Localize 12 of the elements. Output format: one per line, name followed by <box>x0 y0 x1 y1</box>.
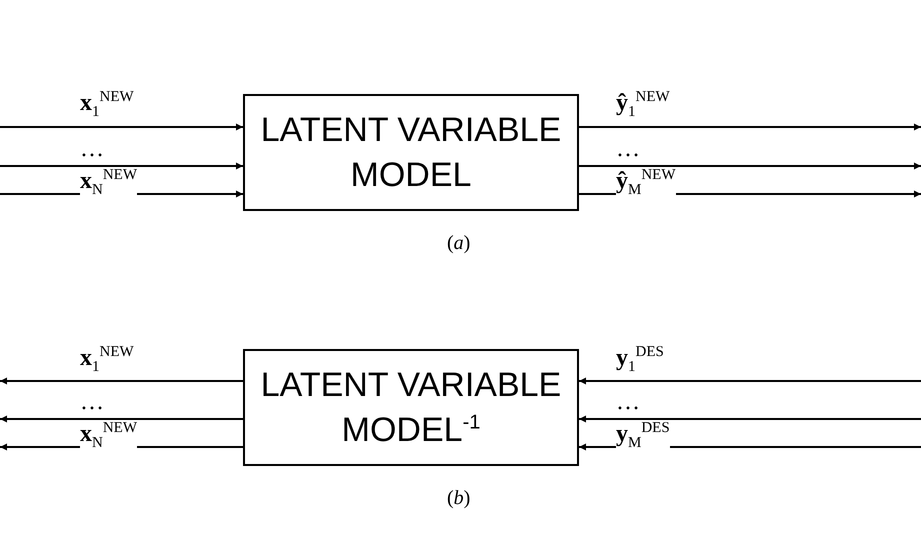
arrow <box>579 378 921 384</box>
panel-caption: (a) <box>447 232 470 255</box>
arrow <box>579 124 921 130</box>
arrow <box>579 416 921 422</box>
panel-caption: (b) <box>447 487 470 510</box>
arrow <box>0 124 243 130</box>
process-box: LATENT VARIABLE MODEL <box>243 94 579 211</box>
arrow <box>579 162 921 170</box>
arrow <box>0 416 243 422</box>
arrow <box>0 162 243 170</box>
process-box: LATENT VARIABLE MODEL$^{-1}$ <box>243 349 579 466</box>
arrow <box>0 378 243 384</box>
